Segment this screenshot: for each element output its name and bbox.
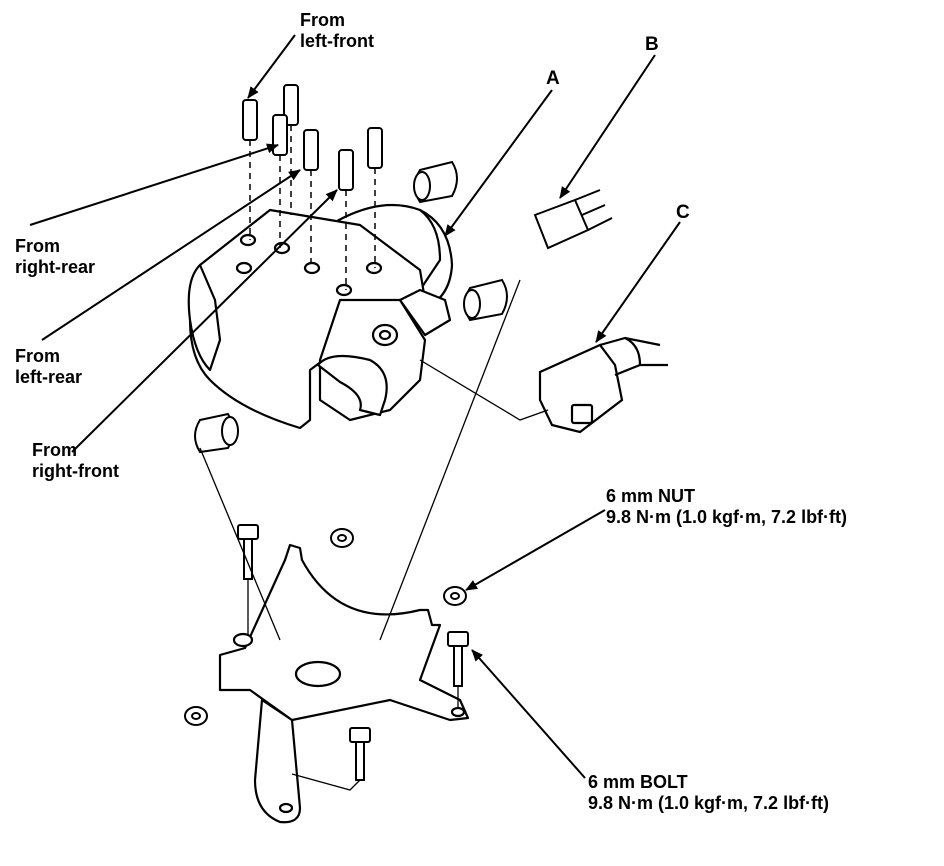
rubber-mounts bbox=[194, 160, 508, 454]
mounting-bracket bbox=[218, 543, 470, 824]
label-c: C bbox=[676, 202, 690, 223]
assembly-guide-lines bbox=[199, 279, 549, 791]
label-6mm-nut-spec: 6 mm NUT 9.8 N·m (1.0 kgf·m, 7.2 lbf·ft) bbox=[606, 486, 848, 527]
label-from-left-front: From left-front bbox=[300, 10, 374, 51]
label-6mm-bolt-spec: 6 mm BOLT 9.8 N·m (1.0 kgf·m, 7.2 lbf·ft… bbox=[588, 772, 830, 813]
label-b: B bbox=[645, 34, 659, 55]
label-from-right-rear: From right-rear bbox=[15, 236, 96, 277]
label-from-right-front: From right-front bbox=[32, 440, 119, 481]
connector-b bbox=[533, 189, 613, 250]
abs-modulator-unit bbox=[187, 203, 454, 430]
label-a: A bbox=[546, 68, 560, 89]
leader-lines bbox=[29, 34, 681, 779]
bolts-and-nuts bbox=[184, 524, 469, 781]
brake-line-fittings bbox=[242, 84, 383, 191]
connector-c bbox=[538, 336, 668, 434]
label-from-left-rear: From left-rear bbox=[15, 346, 83, 387]
